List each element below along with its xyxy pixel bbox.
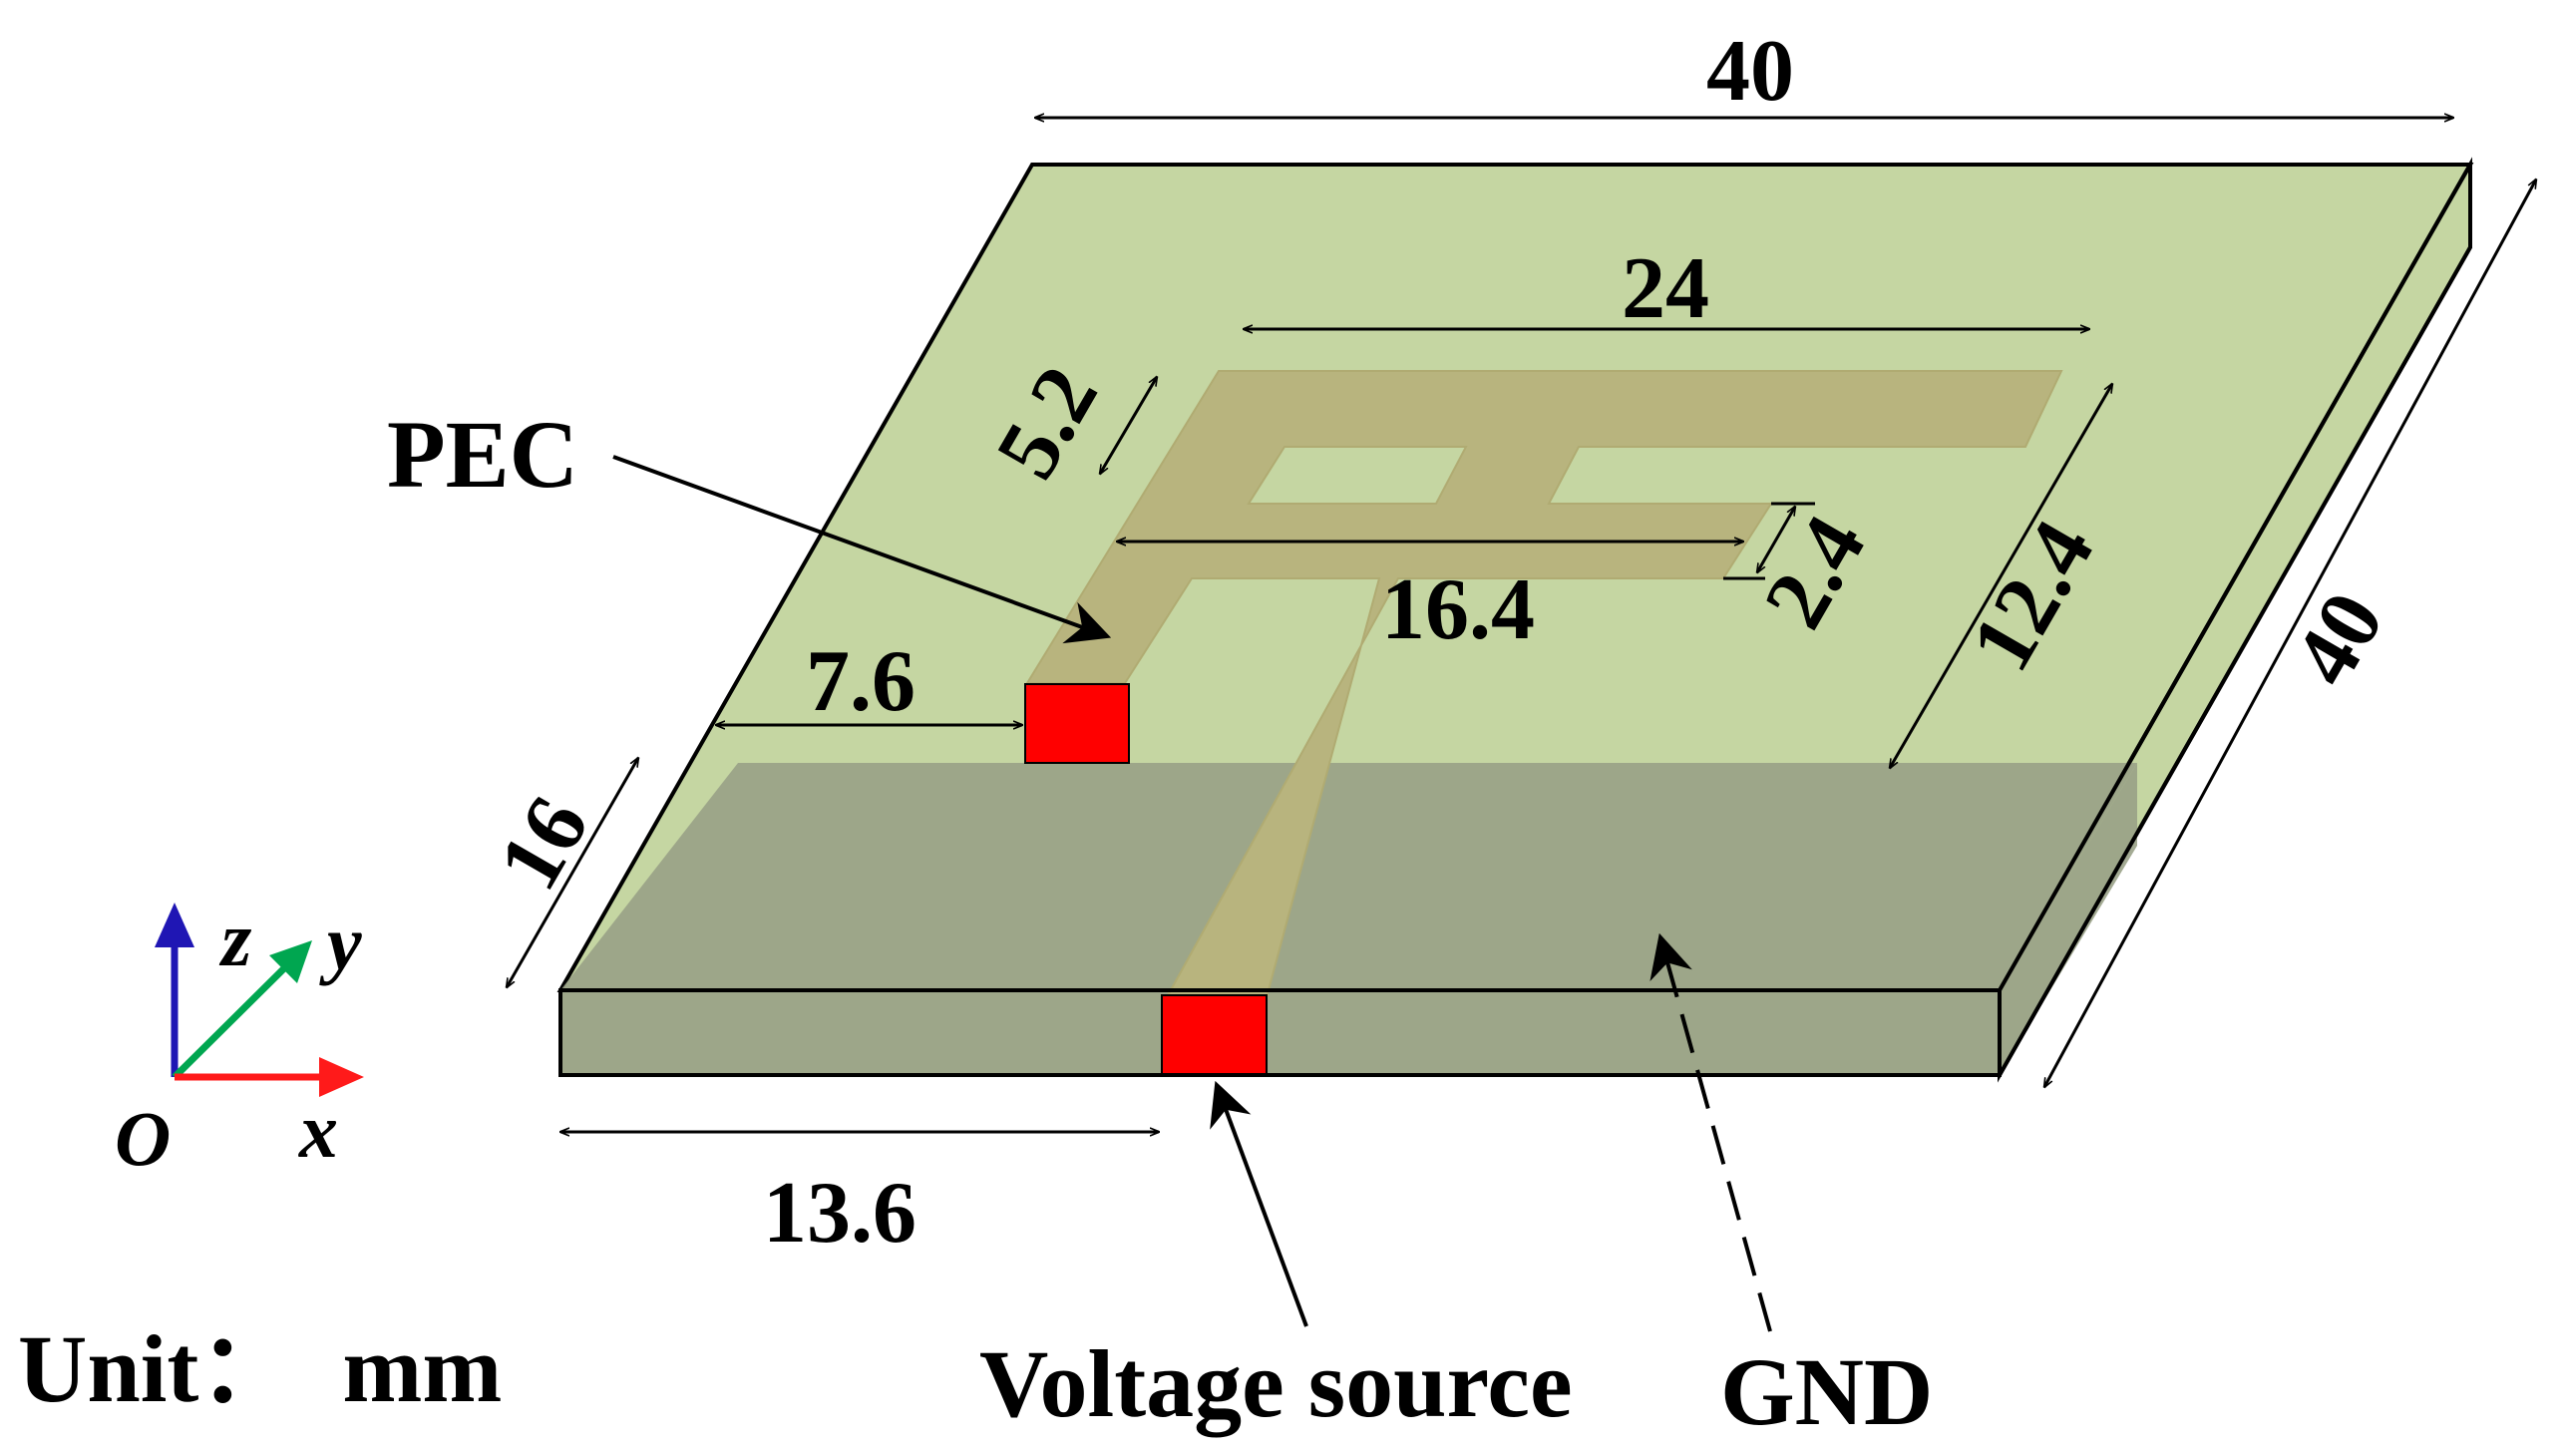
voltage-source-leader-arrow — [1210, 1080, 1308, 1327]
y-axis — [172, 962, 290, 1080]
dim-feed-offset: 13.6 — [763, 1165, 916, 1262]
voltage-source-label: Voltage source — [979, 1330, 1573, 1437]
unit-label: Unit： mm — [18, 1315, 502, 1422]
dimension-lines — [507, 118, 2536, 1132]
y-axis-label: y — [319, 900, 362, 986]
dim-port-offset: 7.6 — [806, 633, 916, 730]
voltage-source-port — [1161, 994, 1268, 1076]
ground-top — [560, 763, 2137, 990]
ground-front-side — [560, 990, 2000, 1075]
dim-line-depth-right — [2044, 180, 2536, 1087]
dim-patch-width: 24 — [1622, 240, 1709, 337]
patch-shape — [1025, 370, 2063, 998]
dim-depth-right: 40 — [2275, 576, 2402, 701]
coordinate-axes: z y x O — [115, 896, 364, 1182]
ground-plane — [560, 763, 2137, 1075]
gnd-leader-arrow — [1649, 932, 1772, 1332]
dim-inner-length: 16.4 — [1381, 561, 1535, 658]
z-axis-label: z — [218, 896, 252, 982]
dim-line-ground-length — [507, 758, 638, 987]
dim-line-arm-width — [1100, 377, 1157, 474]
dim-line-slot-width — [1757, 507, 1795, 572]
pec-leader-arrow — [612, 455, 1112, 644]
z-axis-arrowhead — [155, 903, 194, 947]
pec-patch — [1025, 370, 2063, 998]
pec-label: PEC — [387, 401, 578, 508]
y-axis-arrowhead — [269, 940, 312, 983]
dim-width-top: 40 — [1706, 23, 1794, 120]
gnd-label: GND — [1720, 1338, 1933, 1445]
dim-line-stub-length — [1890, 384, 2112, 768]
dim-ground-length: 16 — [480, 781, 607, 906]
origin-label: O — [115, 1095, 171, 1182]
pec-port — [1024, 683, 1130, 764]
x-axis-arrowhead — [319, 1057, 364, 1097]
x-axis-label: x — [298, 1087, 338, 1174]
